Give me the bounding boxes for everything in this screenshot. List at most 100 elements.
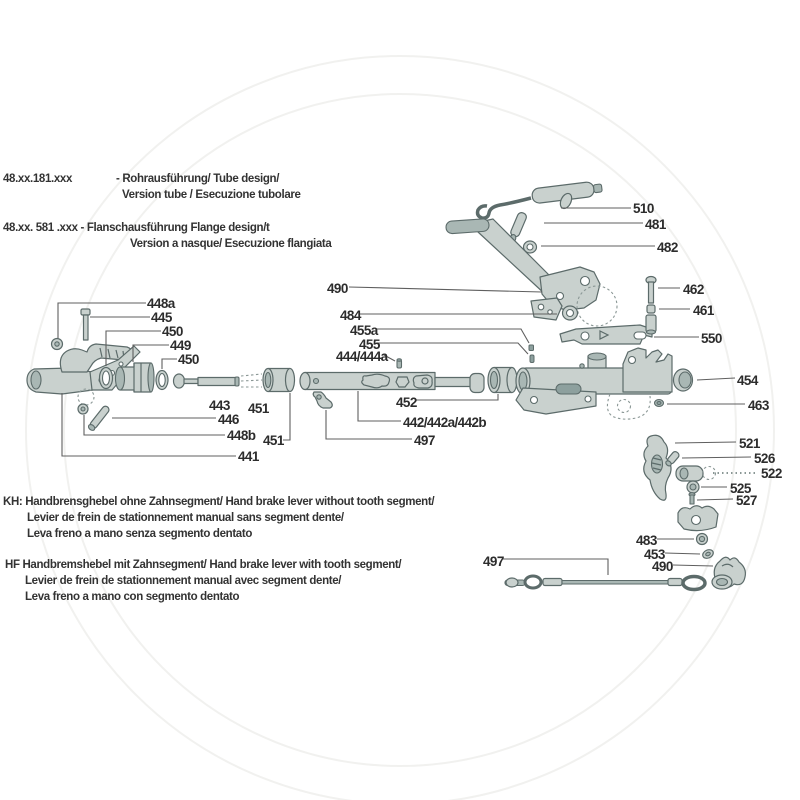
leader-453 [664, 552, 701, 555]
leader-490-bottom [672, 564, 714, 567]
flange-design-subtitle: Version a nasque/ Esecuzione flangiata [130, 238, 332, 250]
part-label-454: 454 [737, 373, 759, 388]
cable-clamp-497-drawing [312, 391, 333, 409]
screw-455a-drawing [528, 344, 534, 351]
pin-444-drawing [396, 358, 403, 369]
bush-452-drawing [487, 366, 518, 394]
leader-454 [696, 377, 736, 381]
hf-note-line2: Levier de frein de stationnement manual … [25, 575, 342, 587]
part-label-445: 445 [151, 310, 173, 325]
watermark-circles [25, 55, 775, 800]
part-label-448a: 448a [147, 296, 176, 311]
part-label-510: 510 [633, 201, 654, 216]
part-label-483: 483 [636, 533, 658, 548]
part-label-490-top: 490 [327, 281, 348, 296]
part-label-450-rear: 450 [178, 352, 199, 367]
part-label-490-bottom: 490 [652, 559, 673, 574]
pin-526-drawing [665, 451, 680, 467]
part-label-550: 550 [701, 331, 722, 346]
leader-497-mid [325, 410, 412, 440]
part-label-527: 527 [736, 493, 757, 508]
leader-448a [57, 302, 146, 338]
part-label-452: 452 [396, 395, 417, 410]
latch-cylinder-522-drawing [675, 465, 717, 482]
leader-490-top [348, 286, 543, 293]
housing-body-drawing [515, 347, 673, 420]
part-number-labels: 448a 445 450 449 450 443 451 446 448b 44… [147, 201, 782, 574]
breakaway-cable-497-drawing [504, 574, 707, 592]
leader-444 [383, 354, 396, 362]
screw-455-drawing [529, 354, 535, 363]
leader-451 [283, 393, 291, 441]
part-label-450-front: 450 [162, 324, 183, 339]
ring-482-drawing [522, 240, 538, 254]
sleeve-461-drawing [645, 304, 657, 335]
bolt-445-drawing [80, 308, 91, 341]
part-label-455: 455 [359, 337, 381, 352]
bracket-550-drawing [559, 324, 653, 345]
cover-plate-drawing [677, 505, 719, 532]
hf-note-line3: Leva freno a mano con segmento dentato [25, 591, 240, 603]
part-label-461: 461 [693, 303, 715, 318]
part-label-497-mid: 497 [414, 433, 435, 448]
part-label-525: 525 [730, 481, 752, 496]
bush-451-drawing [262, 367, 296, 393]
leader-455a [376, 328, 530, 344]
washer-448a-drawing [50, 337, 64, 351]
leader-442 [357, 391, 401, 422]
ring-grommet-drawing [711, 574, 733, 590]
leader-526 [681, 456, 752, 459]
part-label-521: 521 [739, 436, 761, 451]
flange-design-title: 48.xx. 581 .xxx - Flanschausführung Flan… [3, 222, 270, 234]
part-label-451-b: 451 [263, 433, 285, 448]
bolt-462-drawing [645, 275, 657, 304]
part-label-455a: 455a [350, 323, 379, 338]
leader-lines [57, 207, 756, 575]
axle-443-drawing [172, 373, 263, 389]
tube-design-title: - Rohrausführung/ Tube design/ [116, 173, 280, 185]
part-label-442: 442/442a/442b [403, 415, 486, 430]
part-label-522: 522 [761, 466, 782, 481]
part-label-463: 463 [748, 398, 770, 413]
drawbar-tube-442-drawing [299, 371, 485, 394]
ring-454-drawing [672, 368, 694, 392]
part-label-462: 462 [683, 282, 704, 297]
leader-527 [696, 498, 734, 501]
nut-463-drawing [653, 398, 665, 408]
part-label-451-a: 451 [248, 401, 270, 416]
part-label-448b: 448b [227, 428, 256, 443]
hf-note-line1: HF Handbremshebel mit Zahnsegment/ Hand … [5, 559, 402, 571]
part-label-449: 449 [170, 338, 191, 353]
washer-448b-drawing [77, 403, 89, 415]
leader-441 [61, 393, 236, 457]
kh-note-line3: Leva freno a mano senza segmento dentato [27, 528, 253, 540]
toothed-lever-521-drawing [643, 434, 672, 501]
handbrake-lever-490-drawing [445, 218, 618, 327]
part-label-453: 453 [644, 547, 666, 562]
nut-525-drawing [686, 480, 700, 494]
pivot-bush-484-drawing [561, 305, 579, 321]
pin-446-drawing [87, 405, 110, 431]
part-label-484: 484 [340, 308, 362, 323]
leader-450-front [105, 330, 161, 366]
o-ring-450-front-drawing [98, 366, 114, 390]
leader-452 [415, 394, 499, 401]
leader-449 [132, 344, 169, 362]
grommet-453-drawing [702, 549, 714, 559]
leader-450-rear [161, 358, 177, 369]
tube-design-code: 48.xx.181.xxx [3, 173, 72, 185]
part-label-526: 526 [754, 451, 776, 466]
tube-design-subtitle: Version tube / Esecuzione tubolare [122, 189, 301, 201]
leader-497-cable [503, 558, 609, 575]
leader-521 [674, 441, 737, 444]
gas-strut-510-drawing [475, 181, 603, 220]
part-label-481: 481 [645, 217, 667, 232]
part-label-497-cable: 497 [483, 554, 504, 569]
part-label-446: 446 [218, 412, 240, 427]
part-label-443: 443 [209, 398, 231, 413]
pin-527-drawing [688, 492, 696, 505]
damper-bush-449-drawing [114, 362, 155, 393]
kh-note-line1: KH: Handbrensghebel ohne Zahnsegment/ Ha… [3, 496, 435, 508]
